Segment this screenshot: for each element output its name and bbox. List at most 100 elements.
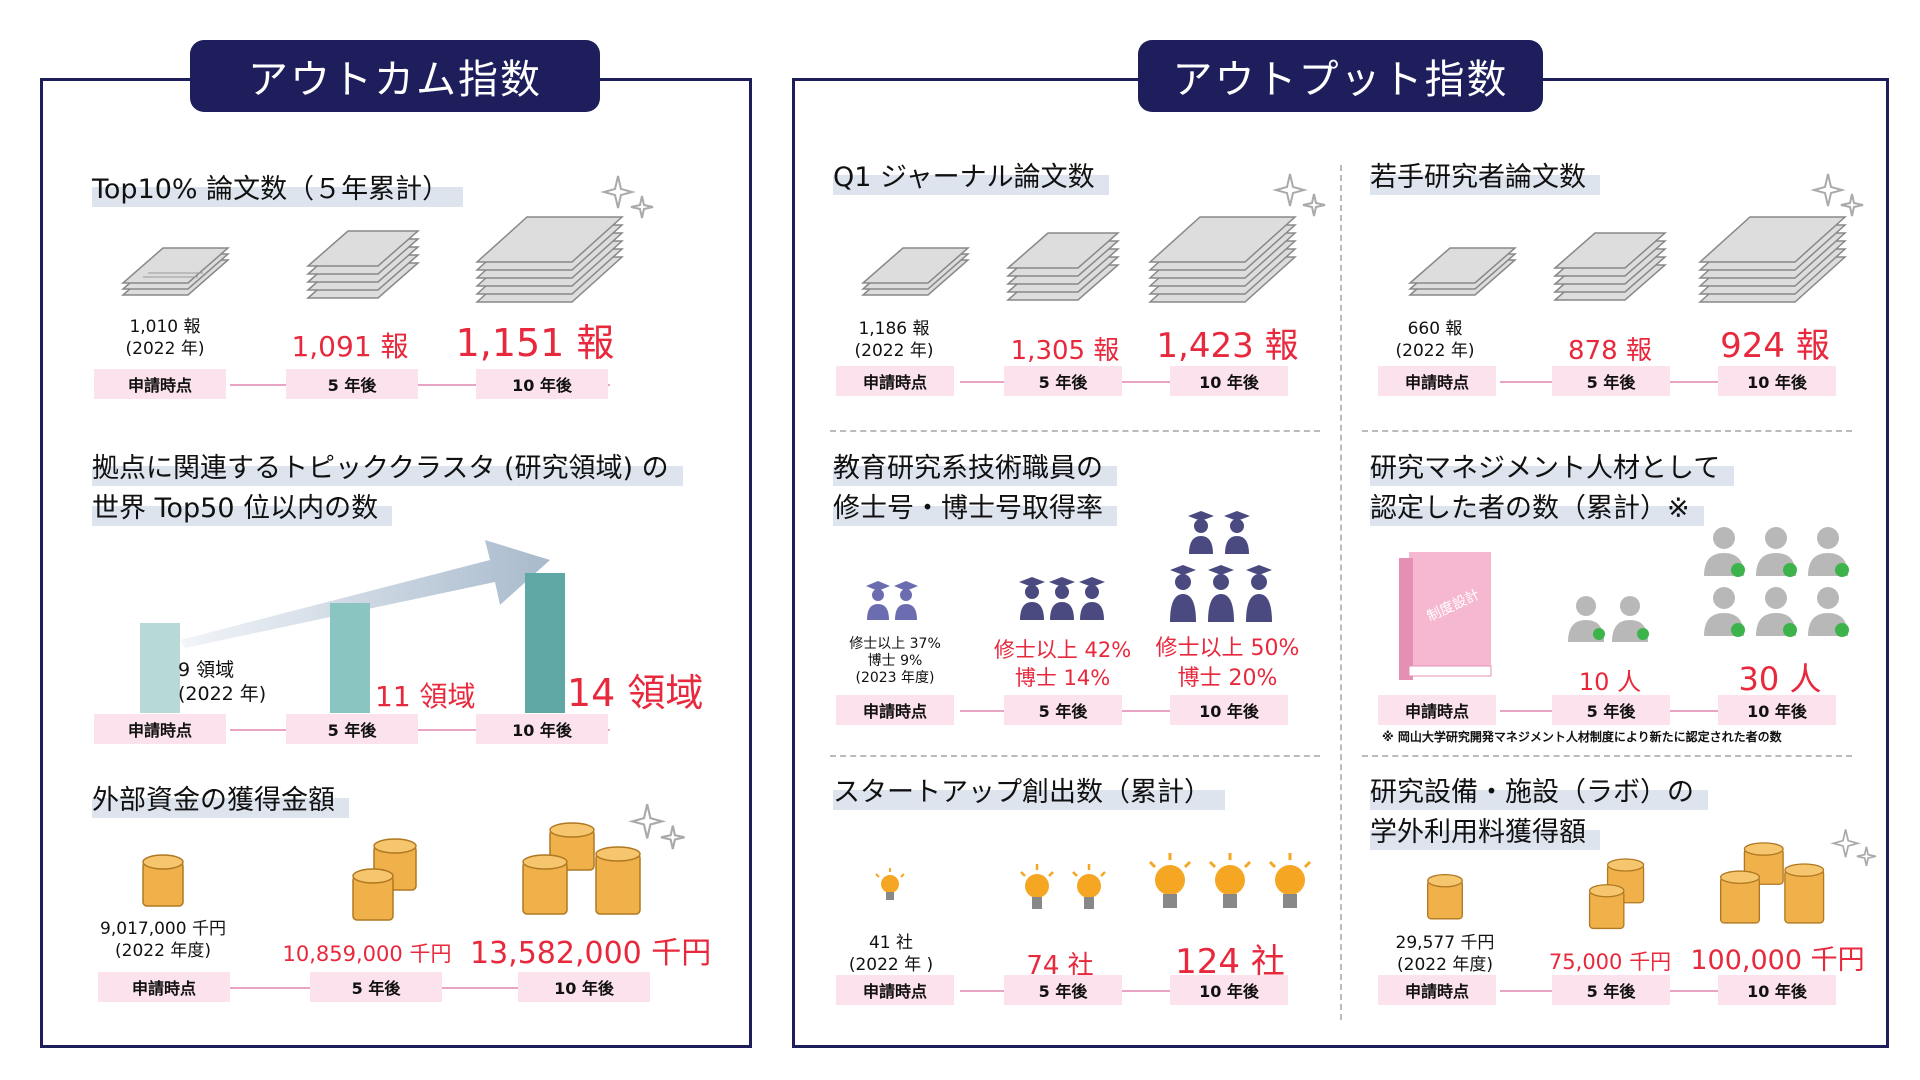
timeline-label-now: 申請時点 [94, 714, 226, 744]
degree-title: 教育研究系技術職員の修士号・博士号取得率 [833, 449, 1117, 529]
funds-value-5y: 10,859,000 千円 [282, 942, 452, 966]
paper-stack-icon [1553, 232, 1667, 301]
sparkle-icon [1272, 173, 1326, 217]
timeline-label-now: 申請時点 [836, 975, 954, 1005]
paper-stack-icon [121, 247, 230, 296]
timeline-label-5y: 5 年後 [310, 972, 442, 1002]
q1-value-10y: 1,423 報 [1156, 326, 1299, 366]
graduate-icon [866, 581, 918, 620]
lab-value-10y: 100,000 千円 [1690, 945, 1865, 976]
timeline-label-5y: 5 年後 [1552, 695, 1670, 725]
funds-title: 外部資金の獲得金額 [92, 781, 349, 821]
young-value-5y: 878 報 [1568, 336, 1652, 366]
sparkle-icon [1810, 173, 1864, 217]
paper-stack-icon [861, 247, 970, 296]
timeline-label-5y: 5 年後 [1552, 366, 1670, 396]
timeline-label-5y: 5 年後 [1004, 975, 1122, 1005]
paper-stack-icon [1148, 216, 1297, 303]
timeline-label-5y: 5 年後 [286, 714, 418, 744]
outcome-header: アウトカム指数 [190, 40, 600, 112]
timeline-label-now: 申請時点 [98, 972, 230, 1002]
mgmt-value-5y: 10 人 [1578, 668, 1642, 696]
coin-stack-icon [352, 838, 417, 921]
cluster-title: 拠点に関連するトピッククラスタ (研究領域) の世界 Top50 位以内の数 [92, 449, 683, 529]
timeline-label-5y: 5 年後 [1004, 366, 1122, 396]
timeline-label-5y: 5 年後 [1004, 695, 1122, 725]
lab-title: 研究設備・施設（ラボ）の学外利用料獲得額 [1370, 773, 1708, 853]
graduate-icon [1170, 511, 1272, 622]
timeline-label-now: 申請時点 [836, 366, 954, 396]
lightbulb-icon [875, 868, 905, 900]
startup-value-now: 41 社(2022 年 ) [848, 933, 934, 975]
cluster-value-now: 9 領域(2022 年) [178, 659, 267, 705]
coin-stack-icon [142, 854, 184, 907]
timeline-label-now: 申請時点 [1378, 366, 1496, 396]
funds-value-now: 9,017,000 千円(2022 年度) [100, 919, 226, 961]
top10-value-now: 1,010 報(2022 年) [125, 317, 205, 359]
cluster-value-5y: 11 領域 [375, 680, 476, 713]
timeline-label-10y: 10 年後 [476, 369, 608, 399]
timeline-label-10y: 10 年後 [518, 972, 650, 1002]
timeline-label-10y: 10 年後 [1718, 975, 1836, 1005]
paper-stack-icon [1698, 216, 1847, 303]
timeline-label-10y: 10 年後 [1170, 366, 1288, 396]
paper-stack-icon [306, 230, 420, 299]
timeline-label-5y: 5 年後 [286, 369, 418, 399]
q1-value-now: 1,186 報(2022 年) [854, 319, 934, 361]
row-divider [830, 755, 1320, 757]
timeline-label-now: 申請時点 [1378, 695, 1496, 725]
lab-value-5y: 75,000 千円 [1548, 950, 1672, 974]
row-divider [830, 430, 1320, 432]
q1-value-5y: 1,305 報 [1010, 336, 1120, 366]
lab-value-now: 29,577 千円(2022 年度) [1395, 933, 1495, 975]
growth-arrow-icon [180, 540, 550, 648]
top10-value-5y: 1,091 報 [291, 330, 409, 363]
degree-value-10y: 修士以上 50%博士 20% [1155, 636, 1300, 691]
timeline-label-10y: 10 年後 [1170, 975, 1288, 1005]
cluster-bar-5y [330, 603, 370, 713]
mgmt-footnote: ※ 岡山大学研究開発マネジメント人材制度により新たに認定された者の数 [1382, 730, 1782, 744]
timeline-line [230, 384, 610, 386]
funds-value-10y: 13,582,000 千円 [470, 936, 712, 971]
cluster-value-10y: 14 領域 [567, 671, 704, 715]
degree-value-now: 修士以上 37%博士 9%(2023 年度) [849, 636, 941, 686]
young-title: 若手研究者論文数 [1370, 158, 1600, 198]
startup-title: スタートアップ創出数（累計） [833, 773, 1225, 813]
mgmt-title: 研究マネジメント人材として認定した者の数（累計）※ [1370, 449, 1735, 529]
young-value-now: 660 報(2022 年) [1395, 319, 1475, 361]
column-divider [1340, 165, 1342, 1020]
q1-title: Q1 ジャーナル論文数 [833, 158, 1109, 198]
lightbulb-icon [1020, 864, 1106, 909]
timeline-label-10y: 10 年後 [1718, 695, 1836, 725]
timeline-label-now: 申請時点 [94, 369, 226, 399]
coin-stack-icon [1588, 858, 1645, 930]
book-icon [1399, 552, 1492, 680]
coin-stack-icon [1719, 842, 1825, 924]
mgmt-value-10y: 30 人 [1738, 660, 1822, 698]
timeline-label-now: 申請時点 [1378, 975, 1496, 1005]
graduate-icon [1019, 577, 1105, 620]
lightbulb-icon [1148, 853, 1312, 908]
young-value-10y: 924 報 [1720, 326, 1830, 366]
paper-stack-icon [1006, 232, 1120, 301]
cluster-bar-10y [525, 573, 565, 713]
sparkle-icon [1830, 829, 1877, 867]
person-check-icon [1704, 527, 1849, 637]
coin-stack-icon [522, 822, 641, 915]
timeline-label-10y: 10 年後 [1170, 695, 1288, 725]
row-divider [1362, 430, 1852, 432]
top10-title: Top10% 論文数（５年累計） [92, 170, 464, 210]
sparkle-icon [600, 175, 654, 219]
timeline-label-now: 申請時点 [836, 695, 954, 725]
sparkle-icon [628, 804, 685, 850]
person-check-icon [1568, 596, 1649, 642]
paper-stack-icon [475, 216, 624, 303]
timeline-label-10y: 10 年後 [476, 714, 608, 744]
row-divider [1362, 755, 1852, 757]
degree-value-5y: 修士以上 42%博士 14% [993, 638, 1132, 690]
timeline-line [230, 729, 610, 731]
timeline-label-5y: 5 年後 [1552, 975, 1670, 1005]
coin-stack-icon [1427, 873, 1463, 920]
paper-stack-icon [1408, 247, 1517, 296]
top10-value-10y: 1,151 報 [455, 321, 615, 365]
